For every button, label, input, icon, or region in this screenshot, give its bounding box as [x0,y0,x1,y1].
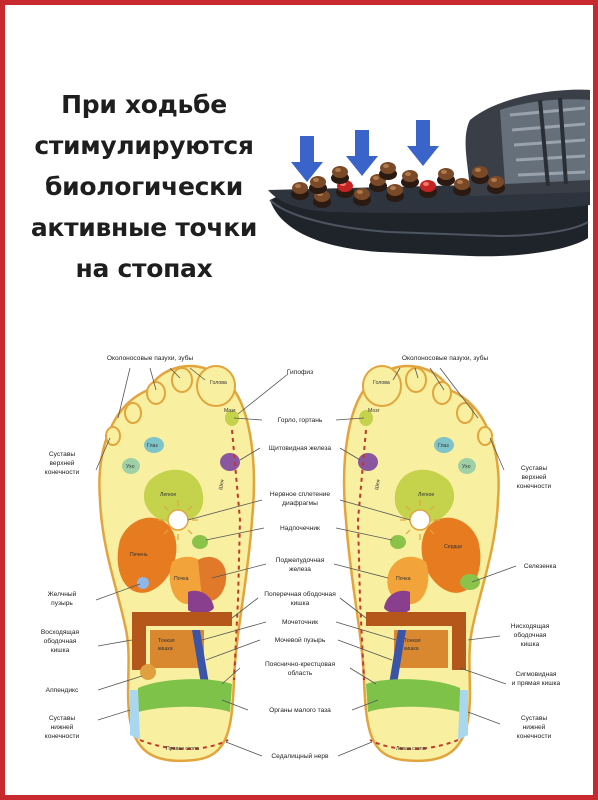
label-lower-limb-joints: Суставы [521,715,547,722]
label-spleen: Селезенка [524,563,557,570]
zone-label: Почка [174,576,189,582]
foot-map-right: Голова Мозг Глаз Ухо Легкое Шея Печень П… [98,364,256,763]
label-descending-colon: Нисходящая [511,623,550,630]
label-gallbladder: Желчный [48,590,77,598]
label-sigmoid-rectum: и прямая кишка [512,680,561,687]
label-ascending-colon: ободочная [44,637,77,645]
label-ascending-colon: кишка [51,647,70,654]
zone-label: Правая стопа [166,746,199,752]
label-thyroid: Щитовидная железа [269,445,331,452]
label-transverse-colon: кишка [291,600,310,607]
label-lower-limb-joints: нижней [51,723,74,731]
label-descending-colon: ободочная [514,631,547,639]
label-throat: Горло, гортань [278,417,323,424]
zone-label: Глаз [147,443,158,449]
zone-label: Легкое [160,492,176,498]
label-lower-limb-joints: нижней [523,723,546,731]
label-sinuses-teeth: Околоносовые пазухи, зубы [107,354,193,362]
label-adrenal: Надпочечник [280,525,320,532]
label-nerve-plexus: Нервное сплетение [270,491,331,498]
zone-label: Печень [130,552,148,558]
label-pituitary: Гипофиз [287,369,313,376]
label-upper-limb-joints: конечности [517,483,552,490]
headline-line: стимулируются [34,131,254,160]
headline-line: на стопах [75,254,213,283]
label-pancreas: Поджелудочная [276,557,325,564]
zone-label: Шея [218,479,226,491]
label-sinuses-teeth: Околоносовые пазухи, зубы [402,354,488,362]
label-lower-limb-joints: конечности [45,733,80,740]
zone-label: кишка [158,646,173,652]
zone-label: Тонкая [404,638,421,644]
arrow-down-icon [291,136,323,182]
label-lower-limb-joints: Суставы [49,715,75,722]
headline-line: биологически [44,172,244,201]
label-nerve-plexus: диафрагмы [282,500,318,507]
massage-slipper-image [268,89,590,257]
label-descending-colon: кишка [521,641,540,648]
label-pelvic-organs: Органы малого таза [269,707,331,714]
label-upper-limb-joints: конечности [45,469,80,476]
label-upper-limb-joints: Суставы [521,465,547,472]
headline: При ходьбе стимулируются биологически ак… [28,84,260,289]
arrow-down-icon [346,130,378,176]
label-lumbosacral: область [288,669,313,677]
label-lower-limb-joints: конечности [517,733,552,740]
label-transverse-colon: Поперечная ободочная [264,590,336,598]
zone-label: Шея [374,479,382,491]
leader-lines [95,367,517,757]
zone-label: Мозг [224,408,236,414]
headline-line: При ходьбе [61,90,227,119]
zone-label: Левая стопа [396,746,426,752]
label-pancreas: железа [289,566,311,573]
zone-label: Тонкая [158,638,175,644]
zone-label: Мозг [368,408,380,414]
label-ascending-colon: Восходящая [41,629,80,636]
zone-label: Глаз [438,443,449,449]
zone-label: Почка [396,576,411,582]
label-sigmoid-rectum: Сигмовидная [516,671,557,678]
label-sciatic-nerve: Седалищный нерв [271,752,329,760]
label-upper-limb-joints: Суставы [49,451,75,458]
zone-label: Голова [373,380,390,386]
zone-label: Ухо [462,464,471,470]
label-lumbosacral: Пояснично-крестцовая [265,661,336,668]
zone-label: Сердце [444,544,462,550]
zone-label: Ухо [126,464,135,470]
headline-line: активные точки [30,213,258,242]
zone-label: Голова [210,380,227,386]
zone-label: Легкое [418,492,434,498]
foot-map-left: Голова Мозг Глаз Ухо Легкое Шея Сердце П… [342,364,500,763]
label-upper-limb-joints: верхней [522,473,547,481]
arrow-down-icon [407,120,439,166]
zone-label: кишка [404,646,419,652]
label-ureter: Мочеточник [282,619,318,626]
label-gallbladder: пузырь [51,600,73,607]
label-appendix: Аппендикс [46,687,79,694]
label-upper-limb-joints: верхней [50,459,75,467]
label-bladder: Мочевой пузырь [275,636,326,644]
